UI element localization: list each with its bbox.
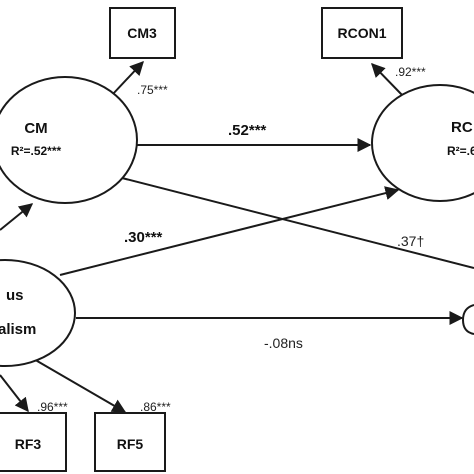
box-rcon1-label: RCON1 <box>337 25 386 41</box>
coef-rc-rcon1: .92*** <box>395 65 426 79</box>
latent-left-label-1: us <box>6 287 24 304</box>
path-left-to-rf3 <box>0 374 29 413</box>
latent-cm-r2: R²=.52*** <box>11 144 62 158</box>
path-cm-to-cm3 <box>111 60 144 96</box>
box-cm3-label: CM3 <box>127 25 157 41</box>
coef-left-rf3: .96*** <box>37 400 68 414</box>
path-left-to-rc <box>59 186 400 276</box>
latent-rc <box>371 84 474 202</box>
box-rf5 <box>94 412 166 472</box>
latent-cm-label: CM <box>24 120 47 137</box>
path-rc-to-rcon1 <box>371 62 405 98</box>
coef-cm-right: .37† <box>397 233 424 249</box>
box-rf5-label: RF5 <box>117 436 144 452</box>
coef-cm-cm3: .75*** <box>137 83 168 97</box>
box-rcon1 <box>321 7 403 59</box>
latent-rc-r2: R²=.6 <box>447 144 474 158</box>
coef-left-rf5: .86*** <box>140 400 171 414</box>
coef-left-rc: .30*** <box>124 229 163 246</box>
path-left-to-cm <box>0 203 34 231</box>
coef-cm-rc: .52*** <box>228 122 267 139</box>
path-left-to-rf5 <box>31 357 127 413</box>
box-cm3 <box>109 7 176 59</box>
latent-left-label-2: alism <box>0 321 36 338</box>
latent-left <box>0 259 76 367</box>
box-rf3 <box>0 412 67 472</box>
latent-cm <box>0 76 138 204</box>
coef-left-right: -.08ns <box>264 335 303 351</box>
path-cm-to-right <box>121 177 474 269</box>
latent-rc-label: RC <box>451 119 473 136</box>
box-rf3-label: RF3 <box>15 436 42 452</box>
latent-right-edge <box>461 304 474 335</box>
